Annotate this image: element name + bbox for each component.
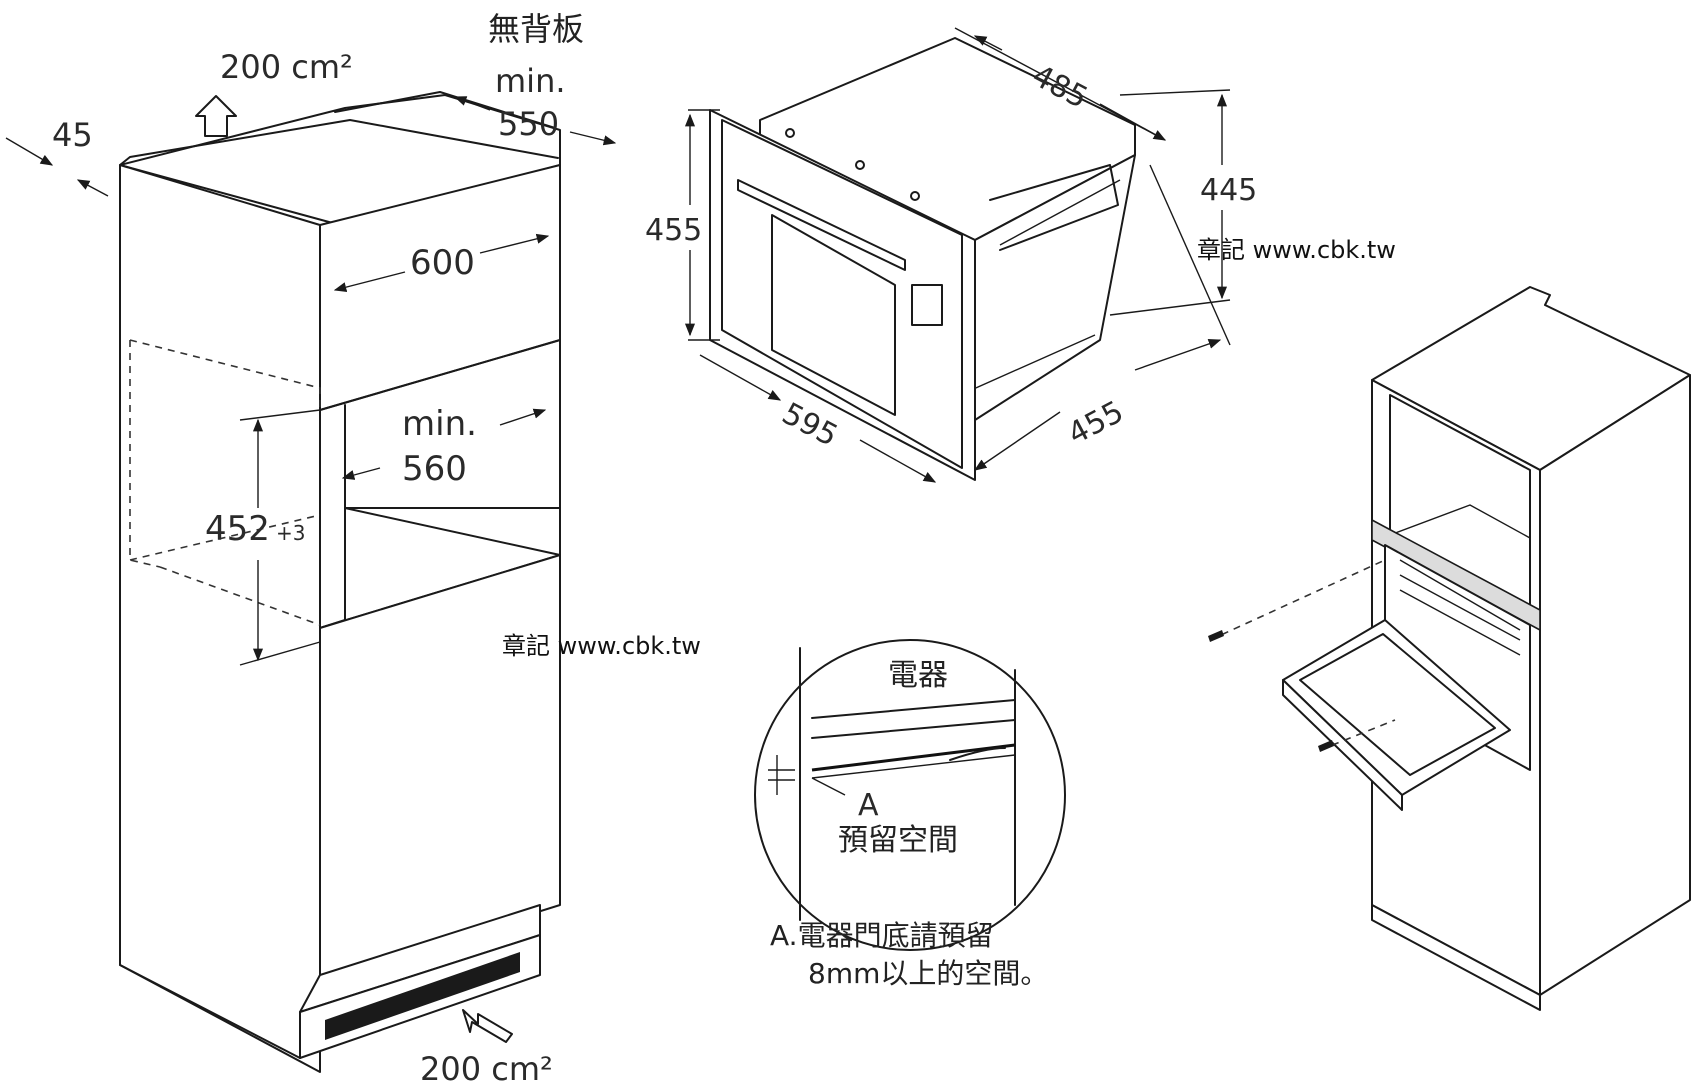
dim-600-arrow-right	[479, 233, 550, 254]
dim-600-arrow-left	[333, 271, 406, 293]
cabinet-left-side	[119, 164, 321, 1073]
left-cabinet: 200 cm² 45 無背板 min. 550 600 min. 560 452…	[5, 10, 617, 1088]
appliance-diagram: 485 455 445 595 455	[645, 27, 1257, 483]
dim-front-height-455: 455	[645, 213, 702, 248]
right-cabinet	[1208, 286, 1691, 1011]
detail-marker-a: A	[858, 788, 879, 823]
appliance-control	[911, 284, 943, 326]
note-line-2: 8mm以上的空間。	[808, 957, 1048, 990]
appliance-handle	[737, 179, 906, 271]
appliance-window	[771, 214, 896, 416]
no-back-panel-label: 無背板	[488, 10, 584, 48]
dim-bottom-depth-455: 455	[1062, 394, 1129, 452]
vent-in-arrow	[462, 1009, 513, 1043]
dim-depth-45: 45	[52, 116, 93, 154]
vent-bottom-label: 200 cm²	[420, 1050, 553, 1088]
dim-height-tolerance: +3	[276, 521, 305, 545]
dim-550-arrow-left	[453, 96, 491, 111]
detail-space-label: 預留空間	[838, 823, 958, 858]
min-label-top: min.	[495, 62, 566, 100]
vent-up-arrow	[195, 95, 237, 137]
door-gap-detail: 電器 A 預留空間 A.電器門底請預留 8mm以上的空間。	[754, 639, 1066, 990]
vent-grille	[325, 952, 520, 1040]
dim-550-arrow-right	[569, 131, 617, 146]
note-line-1: A.電器門底請預留	[770, 919, 994, 952]
watermark-lower: 章記 www.cbk.tw	[502, 632, 701, 660]
min-label-mid: min.	[402, 404, 477, 444]
cabinet-lower-door	[319, 554, 561, 981]
detail-appliance-label: 電器	[888, 658, 948, 693]
dim-depth-550: 550	[498, 105, 559, 143]
dim-depth-560: 560	[402, 449, 467, 489]
watermark-upper: 章記 www.cbk.tw	[1197, 236, 1396, 264]
dim-560-arrow-right	[499, 408, 547, 426]
dim-45-arrow-left	[5, 137, 54, 166]
dim-45-arrow-right	[76, 179, 109, 197]
right-cabinet-side	[1539, 374, 1691, 996]
dim-width-600: 600	[410, 243, 475, 283]
dim-side-height-445: 445	[1200, 173, 1257, 208]
screw-guide-upper	[1209, 559, 1386, 641]
dim-560-arrow-left	[341, 467, 381, 480]
detail-circle	[754, 639, 1066, 951]
vent-top-label: 200 cm²	[220, 48, 353, 86]
dim-height-452: 452	[205, 509, 270, 549]
